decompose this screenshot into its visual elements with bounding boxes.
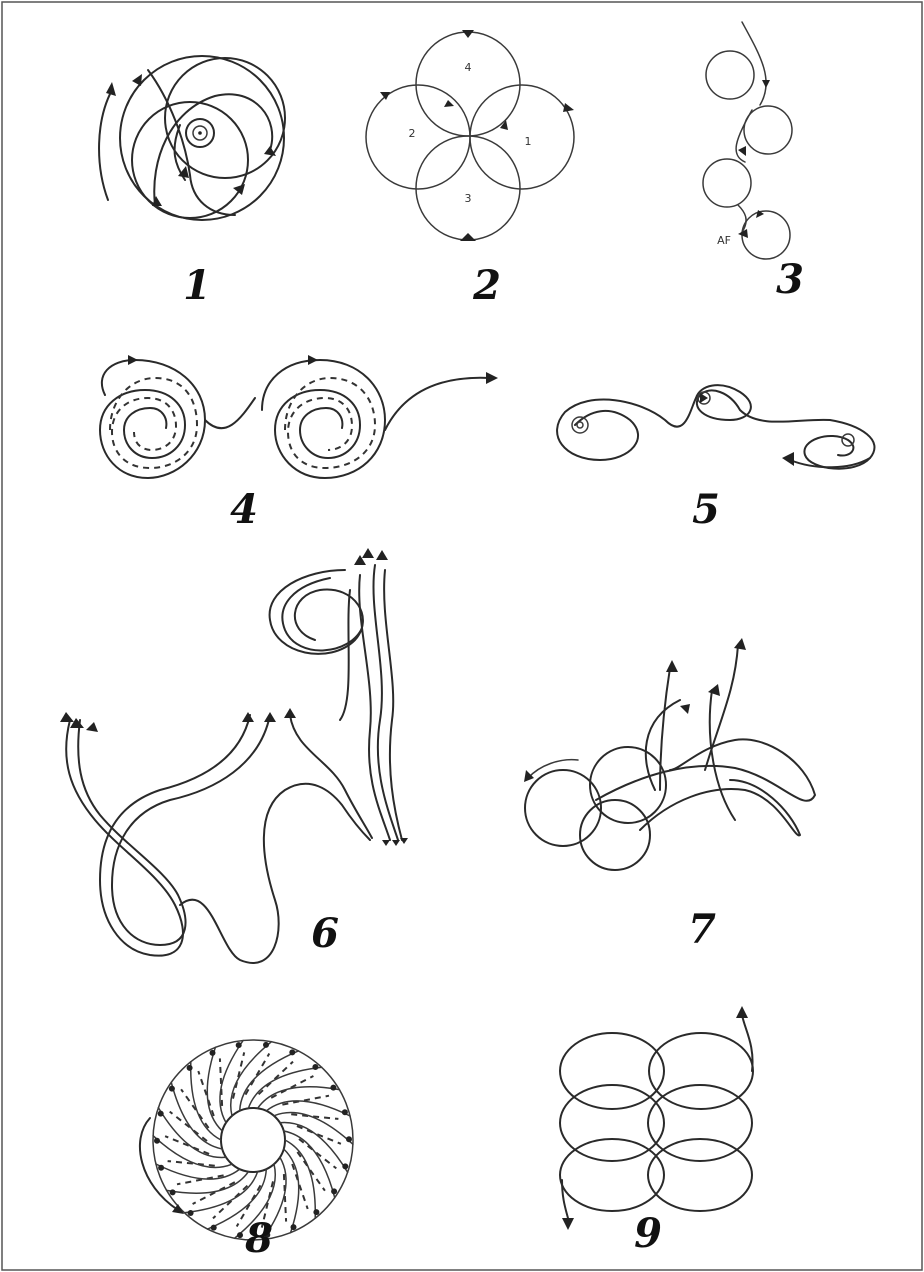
panel-8-vane-arrowhead — [154, 1138, 160, 1144]
panel-5-label: 5 — [692, 486, 720, 533]
panel-8-diagram — [153, 1040, 353, 1240]
panel-9-label: 9 — [634, 1210, 662, 1257]
panel-8-vane-arrowhead — [263, 1042, 269, 1048]
panel-5-diagram — [557, 385, 874, 469]
panel-6-diagram — [60, 548, 408, 963]
panel-8-vane-arrowhead — [236, 1042, 242, 1048]
panel-8-vane — [191, 1062, 221, 1140]
panel-8-inner-ring — [221, 1108, 285, 1172]
panel-8-label: 8 — [244, 1215, 273, 1262]
panel-3-tag: AF — [717, 234, 731, 247]
panel-8-dashed-vane — [170, 1112, 207, 1141]
panel-8-vane — [167, 1172, 249, 1194]
panel-6-label: 6 — [311, 910, 339, 957]
panel-9-diagram — [560, 1006, 753, 1230]
panel-2-circle-label-1: 1 — [525, 135, 532, 148]
panel-8-vane-arrowhead — [331, 1188, 337, 1194]
panel-8-vane-arrowhead — [312, 1064, 318, 1070]
panel-3-diagram — [703, 22, 792, 259]
panel-8-dashed-vane — [177, 1175, 224, 1184]
panel-8-vane — [158, 1108, 226, 1158]
panel-8-rotation-arrow — [140, 1118, 178, 1210]
panel-8-vane-arrowhead — [169, 1086, 175, 1092]
panel-8-dashed-vane — [233, 1052, 244, 1098]
panel-2-circle-label-2: 2 — [409, 127, 416, 140]
panel-8-vane-arrowhead — [289, 1049, 295, 1055]
panel-8-vane-arrowhead — [211, 1225, 217, 1231]
panel-8-vane-arrowhead — [237, 1232, 243, 1238]
panel-8-dashed-vane — [292, 1164, 308, 1209]
panel-8-vane-arrowhead — [210, 1050, 216, 1056]
panel-8-vane — [258, 1087, 340, 1109]
panel-8-vane — [285, 1140, 315, 1218]
panel-8-vane-arrowhead — [187, 1065, 193, 1071]
panel-8-dashed-vane — [198, 1071, 214, 1116]
panel-8-vane-arrowhead — [346, 1136, 352, 1142]
panel-8-vane-arrowhead — [170, 1189, 176, 1195]
panel-8-vane-arrowhead — [313, 1209, 319, 1215]
panel-4-diagram — [100, 355, 498, 478]
panel-2-circle-label-4: 4 — [465, 61, 472, 74]
panel-8-dashed-vane — [246, 1054, 270, 1095]
panel-8-dashed-vane — [299, 1139, 336, 1168]
panel-8-vane-arrowhead — [158, 1165, 164, 1171]
panel-8-dashed-vane — [181, 1089, 209, 1128]
panel-1-label: 1 — [183, 262, 211, 309]
panel-8-vane-arrowhead — [342, 1109, 348, 1115]
panel-8-dashed-vane — [282, 1096, 329, 1105]
panel-8-vane-arrowhead — [291, 1224, 297, 1230]
panel-8-dashed-vane — [297, 1152, 325, 1191]
panel-8-rotation-arrow-head — [172, 1204, 184, 1214]
panel-8-vane-arrowhead — [342, 1163, 348, 1169]
panel-4-label: 4 — [230, 486, 258, 533]
panel-8-vane-arrowhead — [330, 1085, 336, 1091]
panel-8-vane — [280, 1122, 348, 1172]
panel-3-label: 3 — [776, 256, 804, 303]
panel-7-label: 7 — [688, 906, 716, 953]
panel-8-vane-arrowhead — [188, 1210, 194, 1216]
panel-2-label: 2 — [472, 262, 501, 309]
panel-8-vane — [231, 1042, 272, 1116]
panel-8-vane-arrowhead — [158, 1111, 164, 1117]
panel-1-diagram — [99, 56, 285, 220]
panel-7-diagram — [524, 638, 815, 870]
panel-2-circle-label-3: 3 — [465, 192, 472, 205]
